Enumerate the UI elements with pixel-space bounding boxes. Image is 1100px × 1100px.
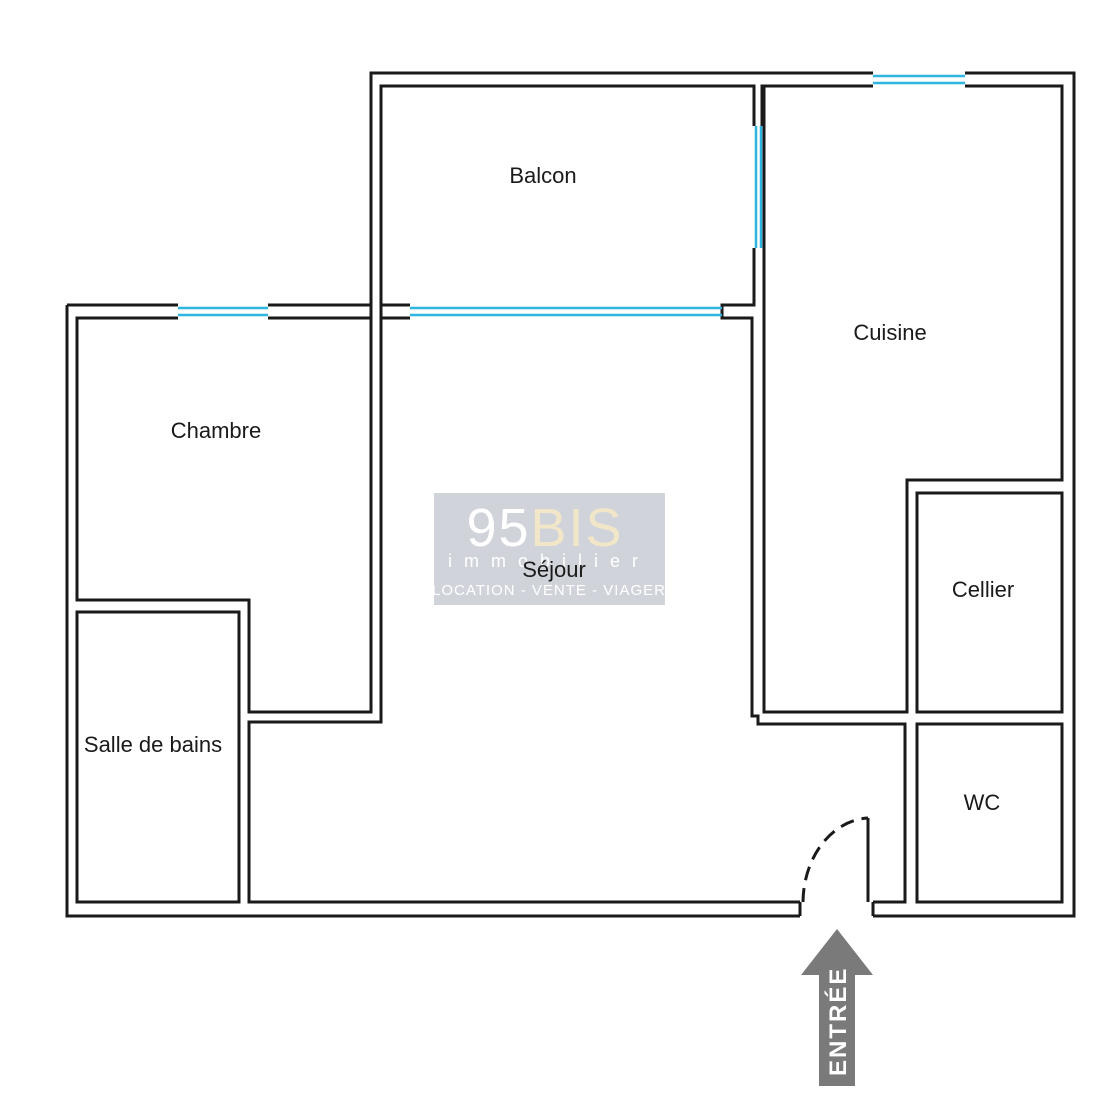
label-balcon: Balcon xyxy=(509,163,576,188)
window-balcon-cuisine xyxy=(754,126,763,248)
watermark-logo: 95BIS immobilier LOCATION - VENTE - VIAG… xyxy=(432,493,666,605)
windows xyxy=(178,74,965,317)
logo-subtitle: immobilier xyxy=(448,551,650,571)
logo-tagline: LOCATION - VENTE - VIAGER xyxy=(432,582,666,599)
outer-walls xyxy=(65,71,1076,918)
label-chambre: Chambre xyxy=(171,418,261,443)
logo-brand: 95BIS xyxy=(466,498,623,558)
inner-walls xyxy=(75,84,1064,904)
label-cuisine: Cuisine xyxy=(853,320,926,345)
window-sejour xyxy=(410,306,722,317)
label-cellier: Cellier xyxy=(952,577,1014,602)
label-sejour: Séjour xyxy=(522,557,586,582)
entry-door xyxy=(798,816,875,916)
entry-label: ENTRÉE xyxy=(824,967,852,1076)
window-cuisine-top xyxy=(873,74,965,85)
label-salle-de-bains: Salle de bains xyxy=(84,732,222,757)
entry-arrow: ENTRÉE xyxy=(801,929,873,1086)
label-wc: WC xyxy=(964,790,1001,815)
window-chambre xyxy=(178,306,268,317)
room-labels: Balcon Cuisine Chambre Cellier Salle de … xyxy=(84,163,1014,815)
